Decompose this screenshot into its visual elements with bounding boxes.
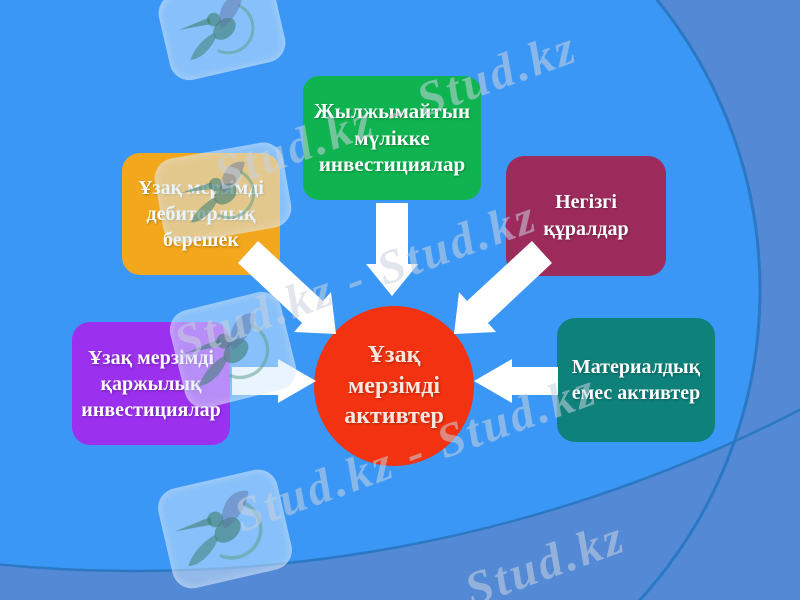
node-line: Жылжымайтын (313, 98, 471, 123)
node-intangible-assets: Материалдық емес активтер (557, 318, 715, 442)
node-line: Негізгі (555, 191, 617, 213)
node-line: Материалдық (571, 356, 701, 378)
background-arc-line-right (637, 0, 762, 600)
node-line: Ұзақ мерзімді (138, 177, 264, 199)
node-line: активтер (344, 403, 444, 430)
node-line: инвестициялар (318, 152, 466, 177)
node-long-term-receivables: Ұзақ мерзімді дебиторлық берешек (122, 153, 280, 275)
node-line: Ұзақ (367, 342, 421, 369)
background-arc-line-bottom (0, 407, 800, 572)
node-real-estate-investments: Жылжымайтын мүлікке инвестициялар (303, 76, 481, 200)
node-line: мүлікке (354, 125, 430, 150)
node-line: емес активтер (571, 382, 701, 404)
node-fixed-assets: Негізгі құралдар (506, 156, 666, 276)
node-line: мерзімді (347, 372, 441, 399)
node-line: Ұзақ мерзімді (88, 346, 214, 369)
node-line: дебиторлық (146, 203, 256, 225)
node-center-long-term-assets: Ұзақ мерзімді активтер (314, 306, 474, 466)
node-line: берешек (163, 229, 239, 251)
node-long-term-financial-investments: Ұзақ мерзімді қаржылық инвестициялар (72, 322, 230, 445)
node-line: құралдар (543, 218, 629, 240)
node-line: инвестициялар (81, 398, 221, 421)
node-line: қаржылық (100, 372, 202, 395)
